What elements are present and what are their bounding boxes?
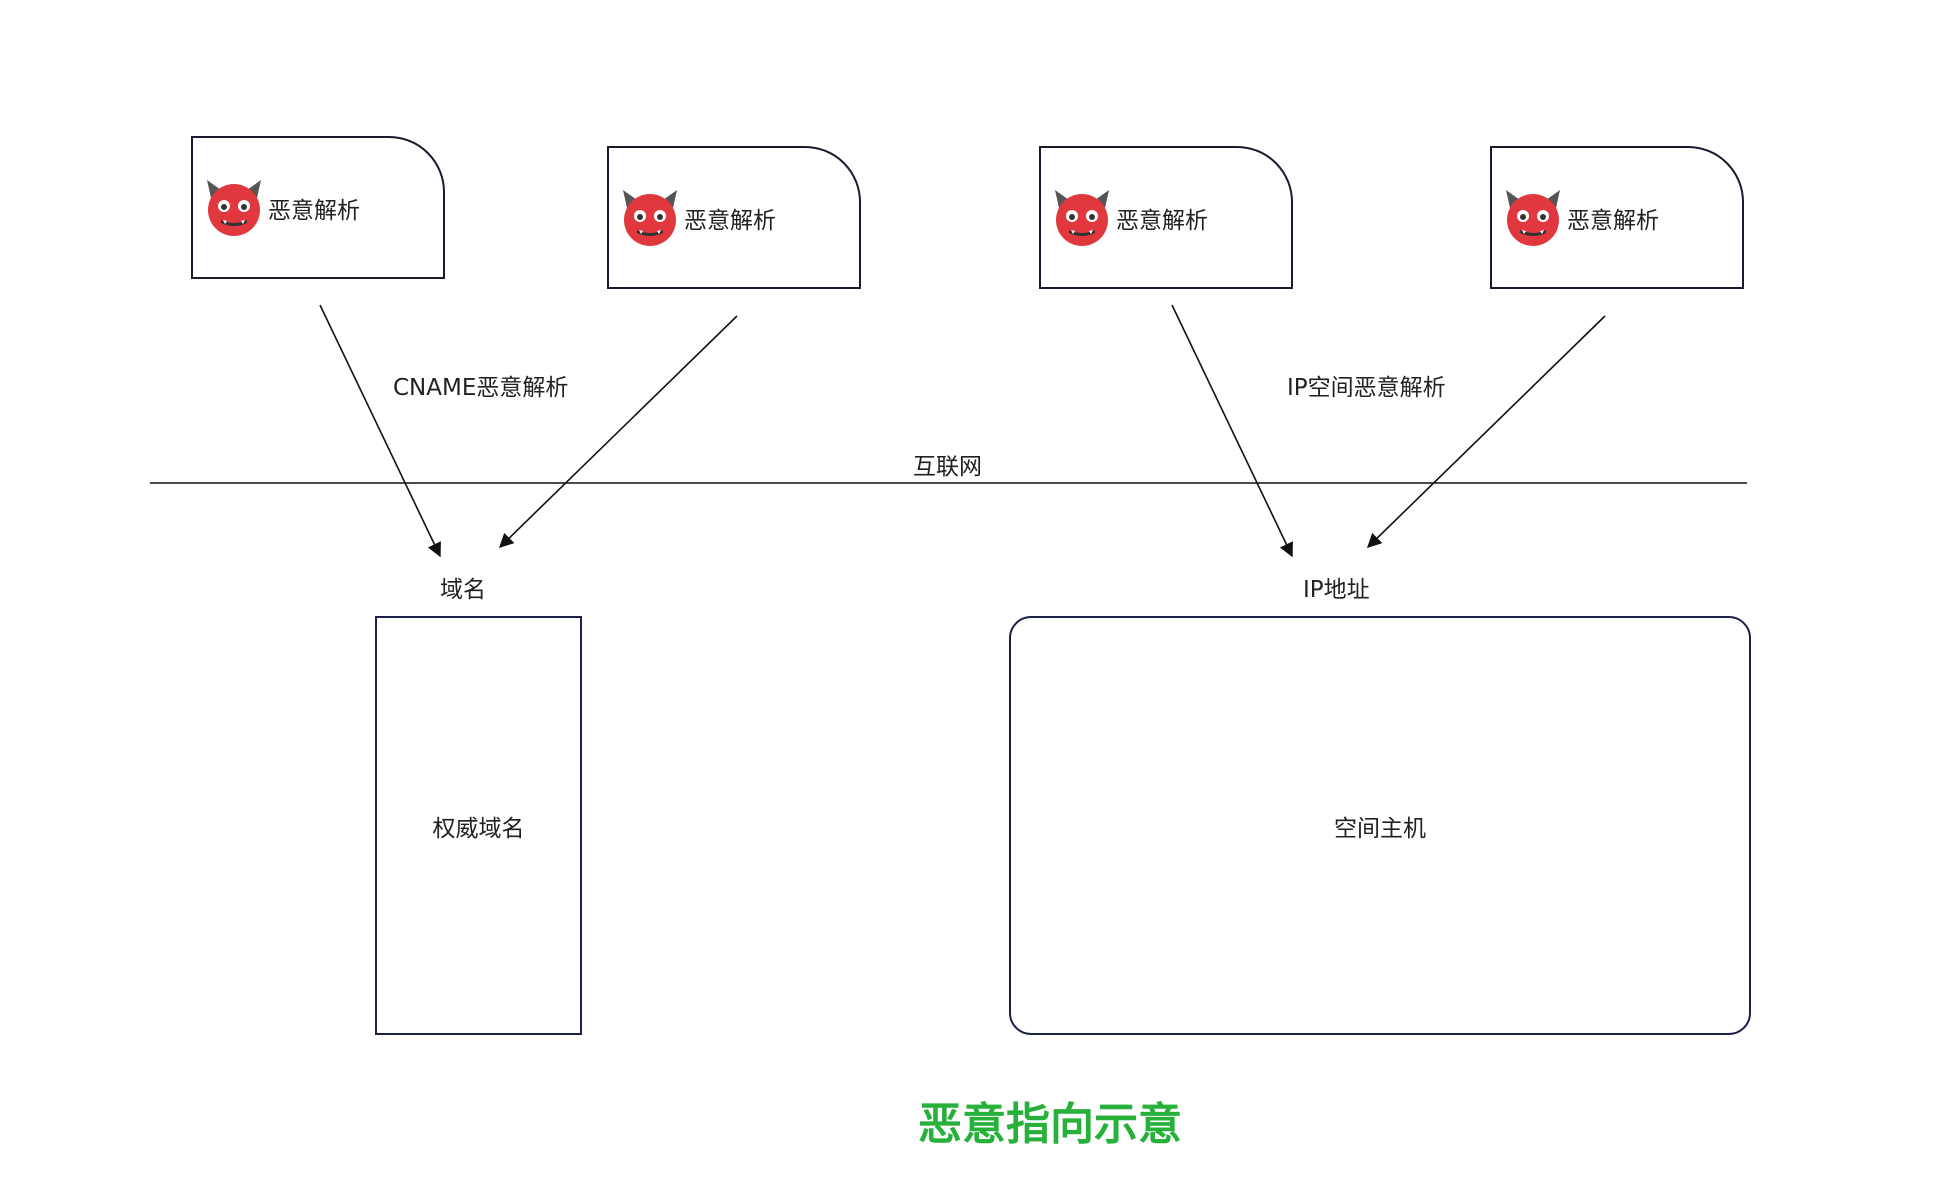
arrow-cname-left <box>319 304 441 558</box>
arrow-ip-left <box>1171 304 1293 558</box>
domain-label: 域名 <box>440 577 486 603</box>
card-label: 恶意解析 <box>268 198 360 224</box>
space-host-box: 空间主机 <box>1009 616 1751 1035</box>
devil-face-icon <box>207 180 261 236</box>
malicious-resolve-card-2: 恶意解析 <box>607 146 861 289</box>
ip-address-label: IP地址 <box>1303 577 1370 603</box>
authoritative-domain-label: 权威域名 <box>432 815 525 842</box>
arrow-ip-right <box>1366 315 1606 549</box>
card-label: 恶意解析 <box>1567 208 1659 234</box>
devil-face-icon <box>1055 190 1109 246</box>
malicious-resolve-card-1: 恶意解析 <box>191 136 445 279</box>
diagram-caption: 恶意指向示意 <box>918 1099 1182 1150</box>
devil-face-icon <box>1506 190 1560 246</box>
card-label: 恶意解析 <box>1116 208 1208 234</box>
space-host-label: 空间主机 <box>1334 815 1426 842</box>
malicious-resolve-card-3: 恶意解析 <box>1039 146 1293 289</box>
card-label: 恶意解析 <box>684 208 776 234</box>
internet-label: 互联网 <box>913 454 982 480</box>
ip-space-resolve-label: IP空间恶意解析 <box>1287 375 1446 401</box>
authoritative-domain-box: 权威域名 <box>375 616 582 1035</box>
arrow-cname-right <box>498 315 738 549</box>
devil-face-icon <box>623 190 677 246</box>
malicious-resolve-card-4: 恶意解析 <box>1490 146 1744 289</box>
cname-resolve-label: CNAME恶意解析 <box>393 375 569 401</box>
